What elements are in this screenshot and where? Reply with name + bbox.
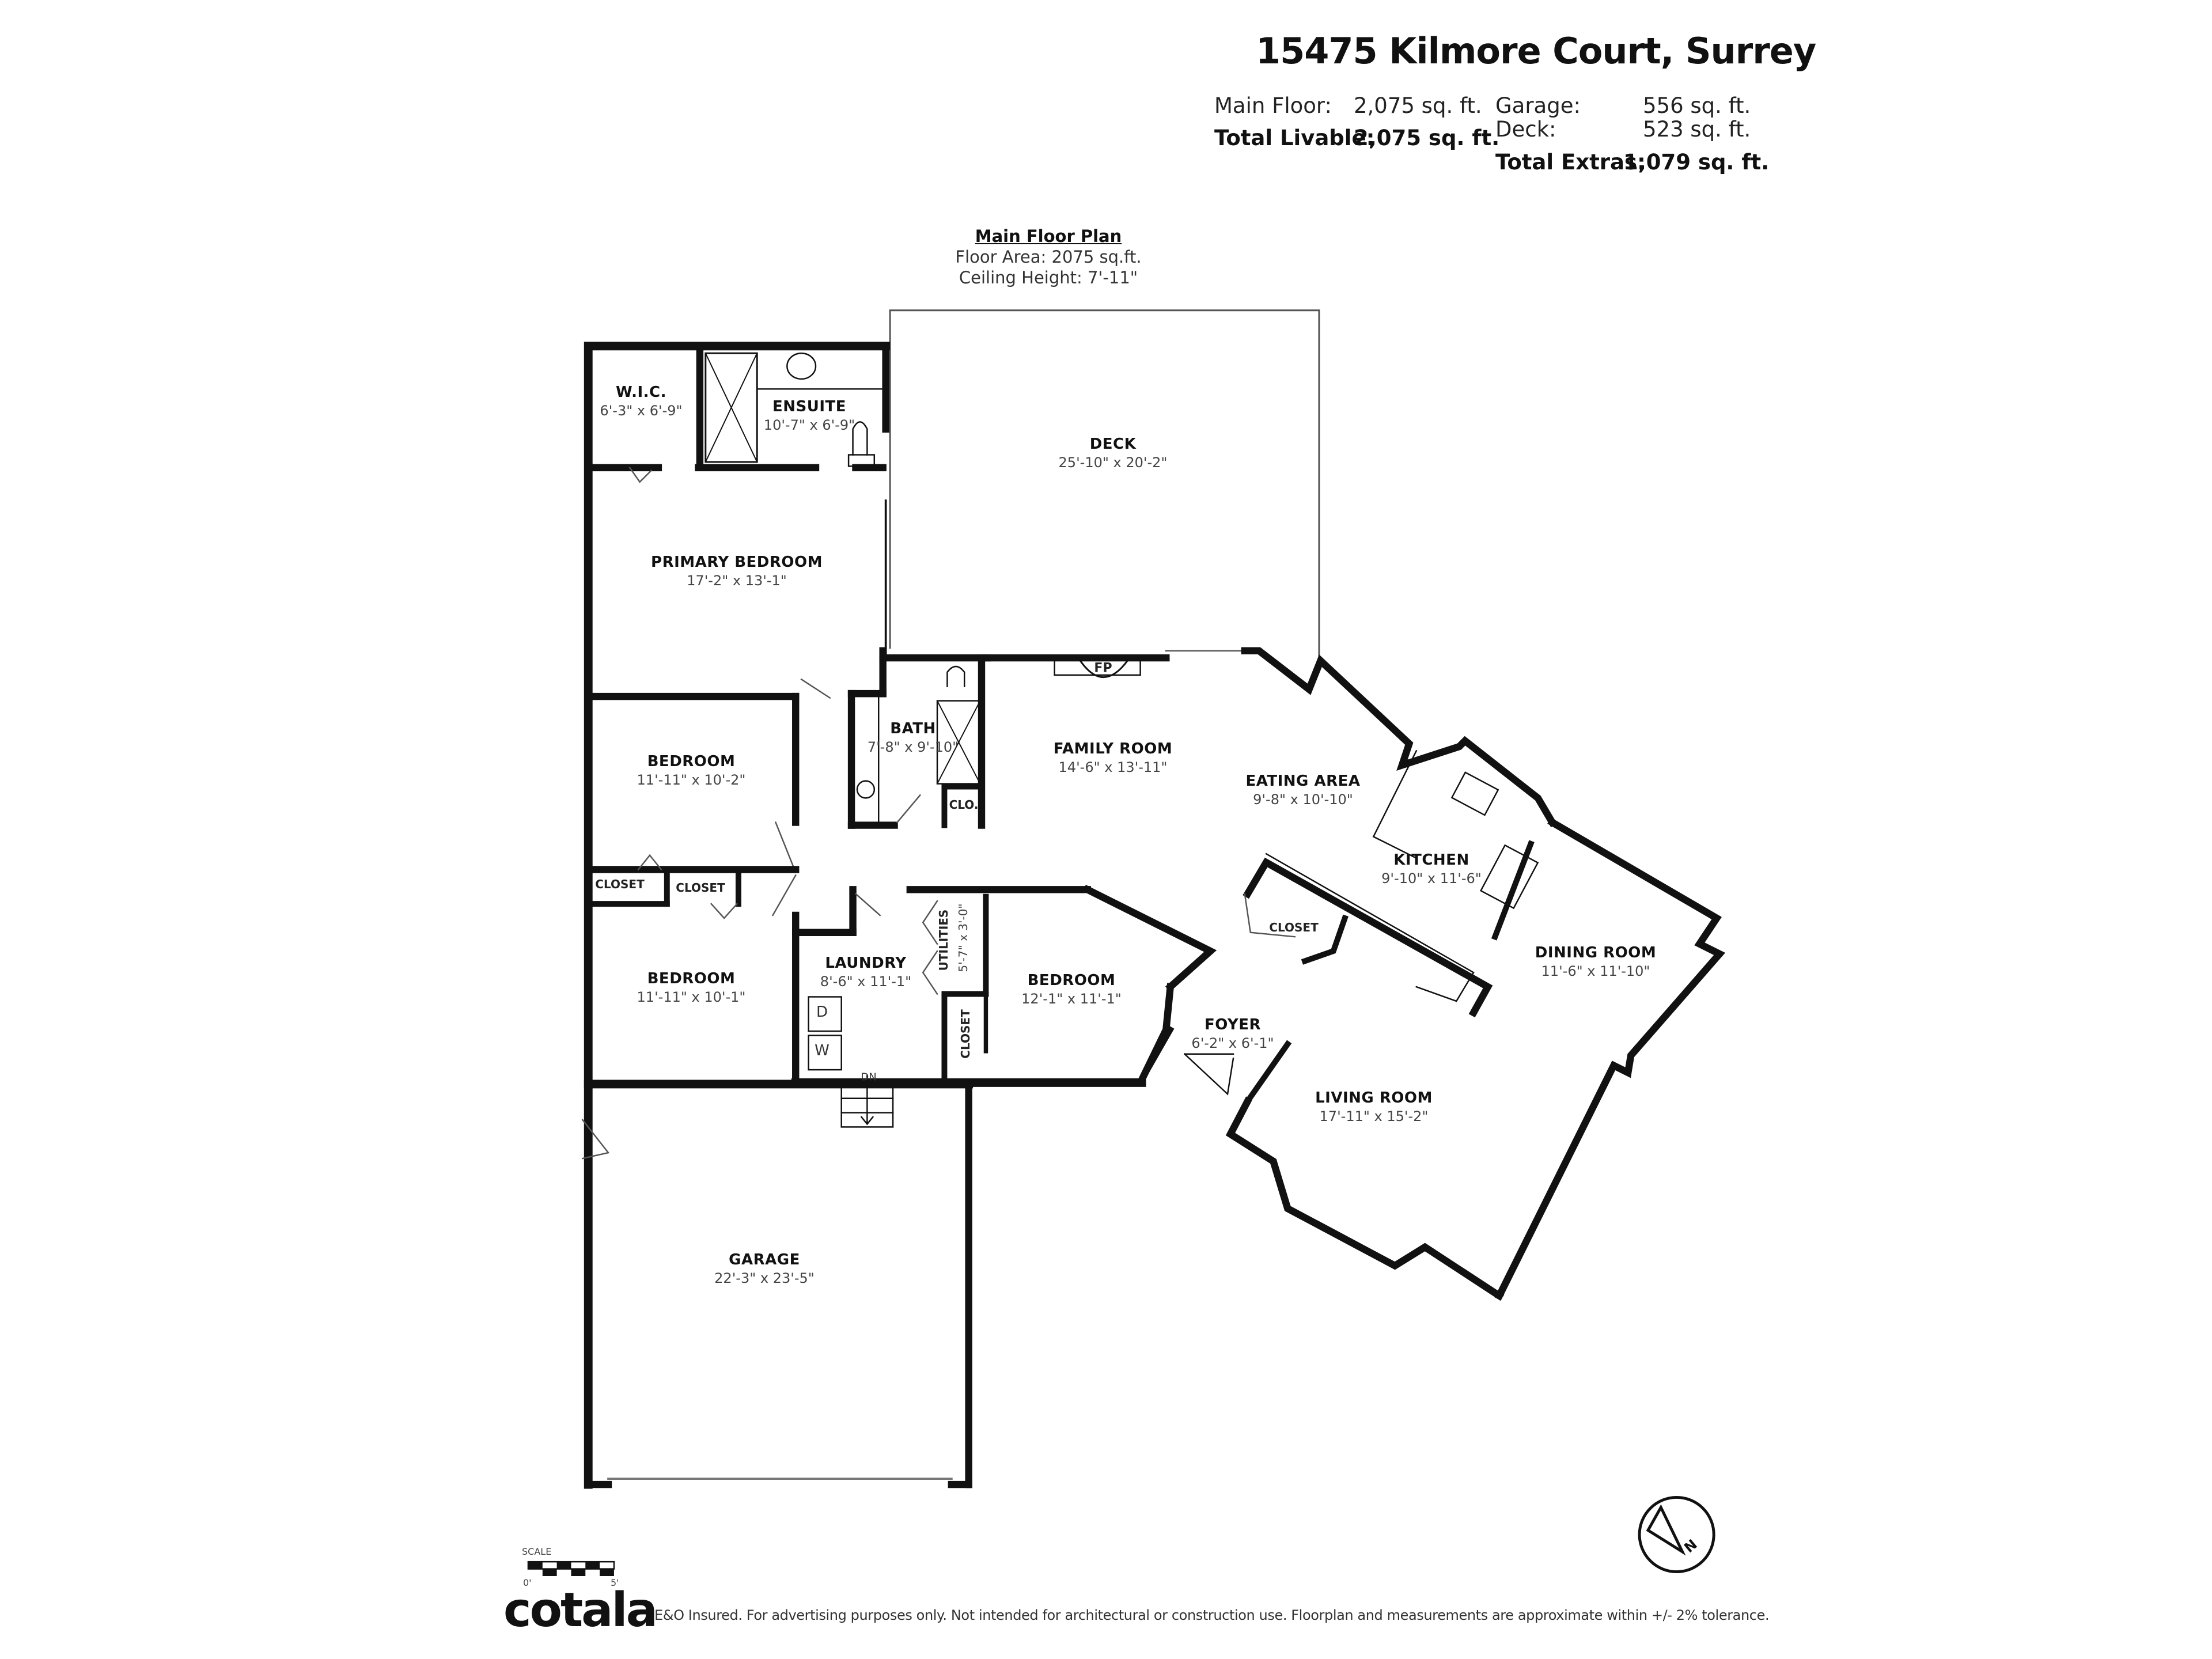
closet-label-2: CLOSET xyxy=(676,881,725,895)
clo-label: CLO. xyxy=(949,798,979,812)
utilities-label: UTILITIES xyxy=(937,909,950,971)
plan-title: Main Floor Plan xyxy=(975,226,1122,246)
scale-end: 5' xyxy=(611,1577,619,1588)
room-wic: W.I.C.6'-3" x 6'-9" xyxy=(600,384,683,419)
deck-value: 523 sq. ft. xyxy=(1643,117,1751,142)
garage-value: 556 sq. ft. xyxy=(1643,93,1751,118)
deck-label: Deck: xyxy=(1495,117,1556,142)
property-address: 15475 Kilmore Court, Surrey xyxy=(1256,30,1816,72)
fireplace-label: FP xyxy=(1094,661,1112,676)
scale-bar xyxy=(527,1560,615,1576)
closet-label-1: CLOSET xyxy=(595,877,645,891)
disclaimer: E&O Insured. For advertising purposes on… xyxy=(654,1607,1770,1623)
utilities-dims: 5'-7" x 3'-0" xyxy=(956,903,970,972)
total-extras-value: 1,079 sq. ft. xyxy=(1623,150,1770,175)
compass-icon xyxy=(1637,1498,1711,1573)
plan-ceiling-height: Ceiling Height: 7'-11" xyxy=(959,268,1138,287)
main-floor-value: 2,075 sq. ft. xyxy=(1354,93,1482,118)
scale-start: 0' xyxy=(523,1577,532,1588)
total-livable-value: 2,075 sq. ft. xyxy=(1354,126,1500,150)
total-extras-label: Total Extras: xyxy=(1495,150,1646,175)
total-livable-label: Total Livable: xyxy=(1214,126,1375,150)
deck-outline xyxy=(889,309,1320,659)
closet-label-laundry: CLOSET xyxy=(959,1009,972,1059)
scale-title: SCALE xyxy=(522,1546,552,1557)
stairs-down-label: DN xyxy=(861,1071,877,1084)
garage-label: Garage: xyxy=(1495,93,1581,118)
closet-label-foyer: CLOSET xyxy=(1269,921,1319,934)
brand-logo: cotala xyxy=(503,1583,658,1638)
exterior-wall-west xyxy=(584,342,891,1489)
washer-label: W xyxy=(815,1042,830,1059)
plan-heading: Main Floor Plan Floor Area: 2075 sq.ft. … xyxy=(933,226,1164,288)
plan-floor-area: Floor Area: 2075 sq.ft. xyxy=(955,247,1142,267)
dryer-label: D xyxy=(816,1003,828,1021)
main-floor-label: Main Floor: xyxy=(1214,93,1332,118)
